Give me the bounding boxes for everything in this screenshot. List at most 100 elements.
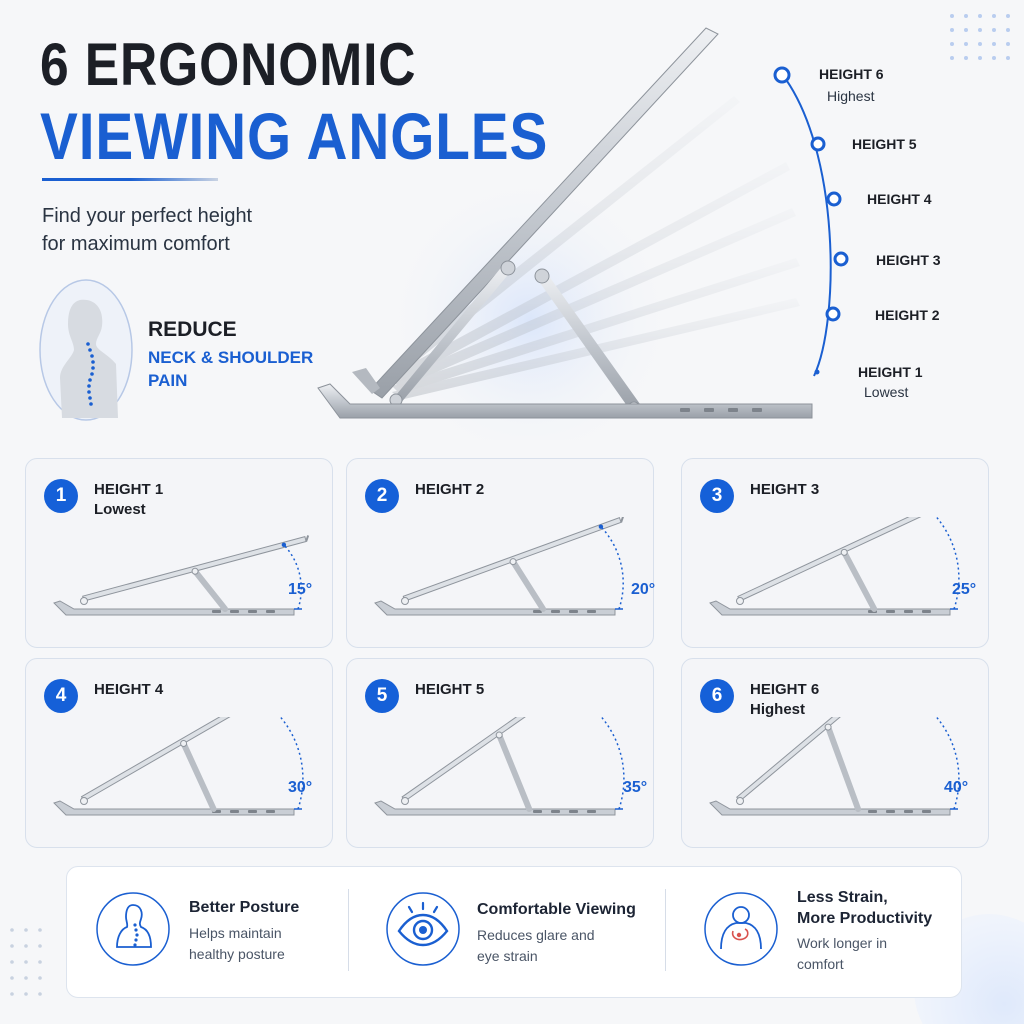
headline-underline (42, 178, 218, 181)
angle-label: 35° (623, 779, 648, 796)
hinge (509, 558, 517, 566)
base-slot (266, 810, 275, 813)
divider (348, 889, 349, 971)
base-slot (266, 610, 275, 613)
hinge (840, 548, 848, 556)
callout-line2: NECK & SHOULDER (148, 348, 314, 367)
support-leg (825, 724, 862, 812)
angle-arc-end (598, 524, 604, 529)
scale-label-height-3: HEIGHT 3 (876, 252, 941, 268)
feature-title: Better Posture (189, 899, 300, 916)
height-scale-markers (773, 66, 849, 375)
hinge (180, 740, 188, 747)
dot-pattern-decoration (950, 14, 1010, 60)
angle-arc (283, 544, 303, 610)
platform-lip (620, 517, 624, 523)
feature-title-line2: More Productivity (797, 910, 933, 927)
hinge (495, 731, 503, 739)
posture-spine-icon (96, 892, 170, 966)
tagline: Find your perfect height for maximum com… (42, 202, 322, 258)
feature-title: Less Strain, More Productivity (797, 887, 932, 929)
card-title: HEIGHT 1 (94, 481, 164, 498)
hinge (401, 597, 409, 605)
scale-label-height-5: HEIGHT 5 (852, 136, 917, 152)
angle-arc (279, 717, 304, 810)
stand-base (374, 600, 616, 616)
base-slot (569, 810, 578, 813)
base-slot (886, 610, 895, 613)
base-slot (587, 610, 596, 613)
height-card: 5 HEIGHT 5 35° (346, 658, 654, 848)
base-slot (551, 610, 560, 613)
headline-line2: VIEWING ANGLES (40, 99, 549, 173)
base-slot (868, 810, 877, 813)
stand-base (709, 600, 951, 616)
base-slot (248, 610, 257, 613)
feature-title-line1: Less Strain, (797, 889, 888, 906)
feature-desc-line2: eye strain (477, 948, 538, 964)
angle-arc (600, 526, 624, 610)
feature-desc-line1: Helps maintain (189, 925, 282, 941)
support-leg (192, 568, 229, 612)
card-number-badge: 4 (44, 679, 78, 713)
hinge (736, 597, 744, 605)
angle-arc (600, 717, 625, 810)
base-slot (886, 810, 895, 813)
stand-angle-illustration (53, 535, 310, 616)
stand-angle-illustration (374, 517, 624, 616)
angle-label: 40° (944, 779, 969, 796)
hinge (80, 797, 88, 805)
card-number-badge: 3 (700, 479, 734, 513)
height-card: 4 HEIGHT 4 30° (25, 658, 333, 848)
card-title: HEIGHT 3 (750, 481, 820, 498)
base-slot (230, 810, 239, 813)
stand-angle-illustration (53, 717, 304, 816)
base-slot (533, 610, 542, 613)
callout-title: REDUCE (148, 318, 237, 341)
scale-label-height-2: HEIGHT 2 (875, 307, 940, 323)
laptop-stand-hero-illustration (317, 27, 832, 440)
divider (665, 889, 666, 971)
neck-spine-silhouette-icon (39, 279, 133, 421)
headline-line1: 6 ERGONOMIC (40, 31, 417, 98)
stand-angle-illustration (709, 517, 960, 616)
stand-base (374, 800, 616, 816)
stand-platform (737, 517, 922, 602)
angle-label: 30° (288, 779, 313, 796)
card-number-badge: 5 (365, 679, 399, 713)
scale-label-height-6: HEIGHT 6 (819, 66, 884, 82)
support-leg (180, 740, 217, 812)
feature-title: Comfortable Viewing (477, 901, 636, 918)
card-subtitle: Highest (750, 701, 806, 718)
stand-base (53, 800, 295, 816)
height-card: 3 HEIGHT 3 25° (681, 458, 989, 648)
scale-sub-height-1: Lowest (864, 384, 909, 400)
angle-arc (935, 717, 960, 810)
callout-subtitle: NECK & SHOULDER PAIN (148, 346, 318, 392)
height-card: 6 HEIGHT 6 Highest 40° (681, 658, 989, 848)
base-slot (248, 810, 257, 813)
hinge (401, 797, 409, 805)
base-slot (922, 810, 931, 813)
eye-icon (386, 892, 460, 966)
stand-base (709, 800, 951, 816)
angle-label: 25° (952, 581, 977, 598)
card-title: HEIGHT 6 (750, 681, 820, 698)
dot-pattern-decoration (10, 928, 42, 996)
base-slot (569, 610, 578, 613)
card-title: HEIGHT 2 (415, 481, 485, 498)
stand-platform (80, 717, 231, 802)
height-card: 1 HEIGHT 1 Lowest 15° (25, 458, 333, 648)
base-slot (533, 810, 542, 813)
card-subtitle: Lowest (94, 501, 146, 518)
hinge (736, 797, 744, 805)
base-slot (904, 810, 913, 813)
platform-lip (305, 535, 310, 542)
scale-label-height-1: HEIGHT 1 (858, 364, 923, 380)
base-slot (212, 610, 221, 613)
tagline-line1: Find your perfect height (42, 205, 253, 227)
height-card: 2 HEIGHT 2 20° (346, 458, 655, 648)
angle-label: 15° (288, 581, 313, 598)
support-leg (510, 558, 547, 612)
card-number-badge: 6 (700, 679, 734, 713)
